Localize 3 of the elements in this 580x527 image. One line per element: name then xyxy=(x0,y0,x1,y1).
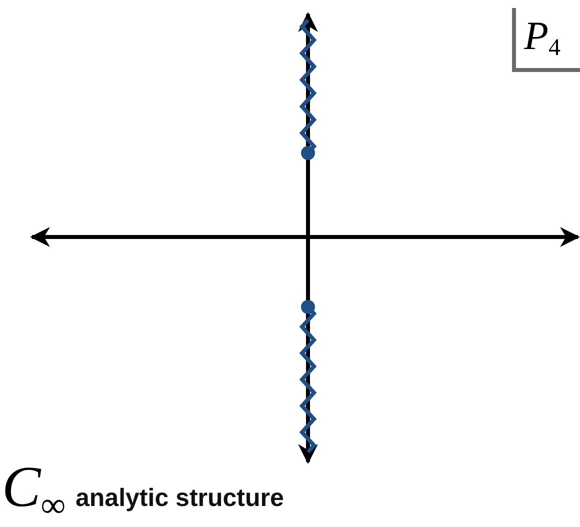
panel-label: P$_{4}$ xyxy=(524,16,560,60)
math-symbol: C$_{∞}$ xyxy=(2,458,66,524)
caption-text: analytic structure xyxy=(76,484,284,513)
